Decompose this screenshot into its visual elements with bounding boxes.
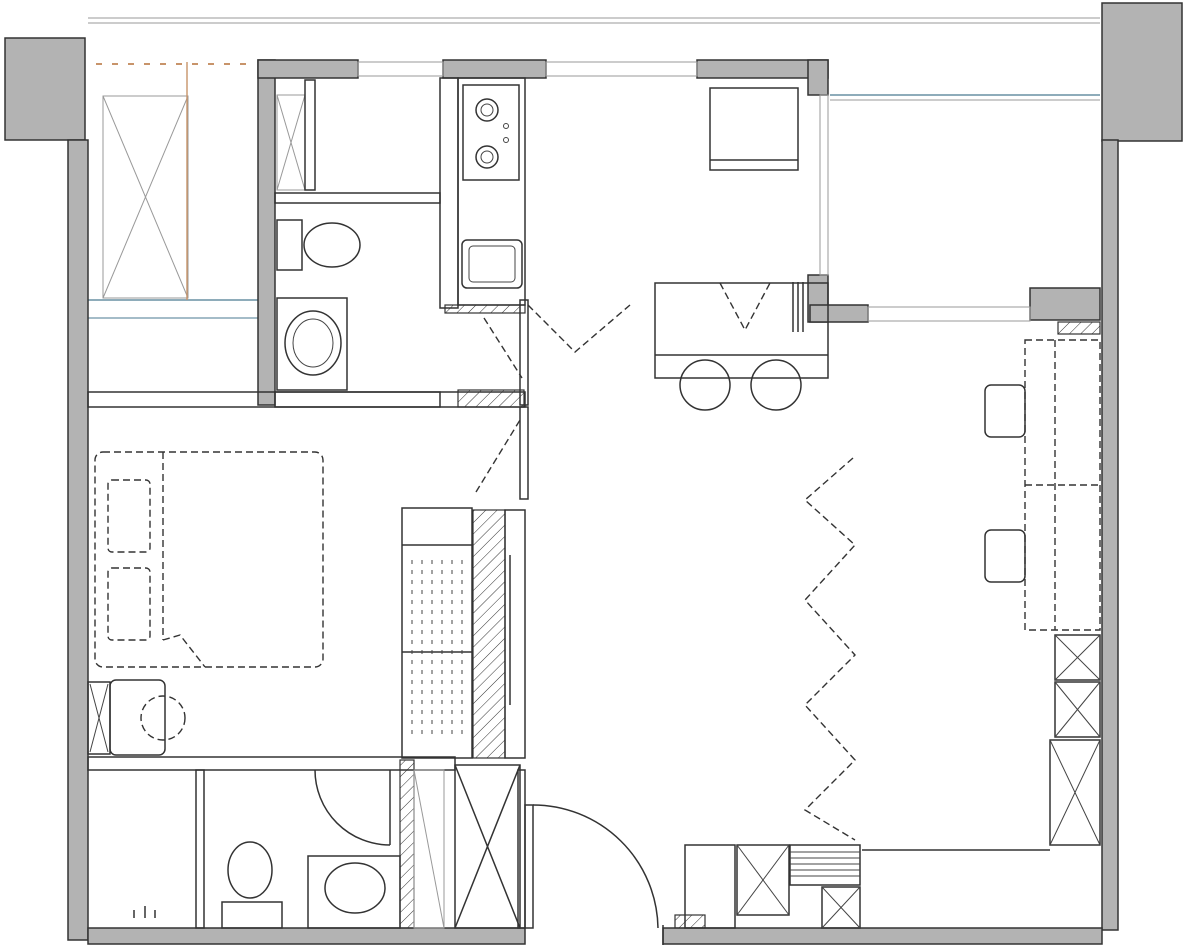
toilet-bowl-icon: [303, 222, 361, 268]
column-right-mid: [1029, 287, 1101, 321]
cabinet: [1049, 739, 1101, 846]
toilet-icon: [276, 219, 303, 271]
column-top-right: [1101, 2, 1183, 142]
bed: [94, 451, 324, 668]
kitchen-sink-icon: [461, 239, 523, 289]
pillow: [107, 479, 151, 553]
column-top-left: [4, 37, 86, 141]
bathroom-bottom: [133, 759, 521, 929]
wardrobe: [401, 507, 473, 759]
sink-icon: [324, 862, 386, 914]
cabinet: [1054, 634, 1101, 681]
living-area: [674, 339, 1101, 929]
cabinet: [1054, 681, 1101, 738]
entry-door: [532, 804, 664, 945]
cabinet: [821, 886, 861, 929]
toilet-bowl-icon: [227, 841, 273, 899]
interior-walls: [87, 59, 1101, 929]
kitchen: [457, 77, 829, 493]
sink-cabinet: [307, 855, 401, 929]
armchair: [984, 529, 1026, 583]
exterior-walls: [67, 139, 1119, 945]
bedroom: [87, 451, 526, 759]
hangers: [411, 560, 463, 740]
dining-table: [654, 282, 829, 379]
shoe-rack: [789, 844, 861, 886]
pillow: [107, 567, 151, 641]
sink-cabinet: [276, 297, 348, 391]
sink-icon: [284, 310, 342, 376]
stool-icon: [679, 359, 731, 411]
folding-partition: [803, 457, 856, 841]
desk: [109, 679, 166, 756]
chair-icon: [140, 695, 186, 741]
bathroom-top: [276, 79, 361, 391]
cooktop-icon: [462, 84, 520, 181]
exterior-lines: [88, 17, 1100, 319]
stool-icon: [750, 359, 802, 411]
entry-cabinet: [684, 844, 736, 929]
balcony-curtain: [96, 62, 246, 300]
fridge: [709, 87, 799, 171]
cabinet: [736, 844, 790, 916]
armchair: [984, 384, 1026, 438]
shower: [454, 764, 521, 929]
